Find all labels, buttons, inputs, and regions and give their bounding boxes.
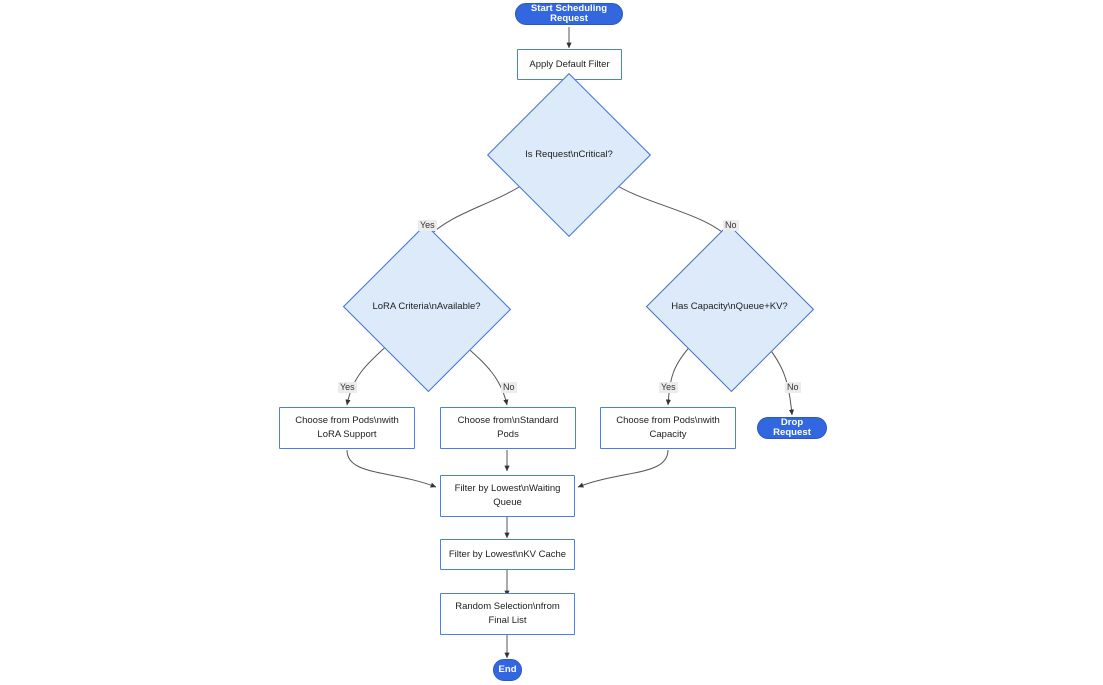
edge-choose-lora-to-filter-queue (346, 449, 437, 488)
edge-label-lora-yes: Yes (338, 382, 357, 393)
node-filter-waiting-queue[interactable]: Filter by Lowest\nWaiting Queue (440, 475, 575, 517)
node-is-request-critical-label: Is Request\nCritical? (525, 148, 613, 160)
node-filter-kv-cache[interactable]: Filter by Lowest\nKV Cache (440, 539, 575, 570)
node-has-capacity-label: Has Capacity\nQueue+KV? (671, 301, 788, 313)
edge-choose-capacity-to-filter-queue (577, 449, 669, 488)
node-choose-capacity-pods-label: Choose from Pods\nwith Capacity (616, 415, 720, 440)
node-choose-standard-pods[interactable]: Choose from\nStandard Pods (440, 407, 576, 449)
node-lora-criteria-available[interactable]: LoRA Criteria\nAvailable? (342, 223, 511, 392)
edge-label-lora-no: No (501, 382, 517, 393)
node-filter-waiting-queue-label: Filter by Lowest\nWaiting Queue (454, 483, 561, 508)
node-lora-criteria-available-label: LoRA Criteria\nAvailable? (372, 301, 481, 313)
node-start[interactable]: Start Scheduling Request (515, 3, 623, 25)
node-is-request-critical[interactable]: Is Request\nCritical? (486, 72, 652, 238)
edge-label-critical-no: No (723, 220, 739, 231)
edge-label-critical-yes: Yes (418, 220, 437, 231)
node-random-selection-label: Random Selection\nfrom Final List (455, 601, 560, 626)
edge-label-capacity-no: No (785, 382, 801, 393)
node-has-capacity[interactable]: Has Capacity\nQueue+KV? (645, 223, 814, 392)
node-choose-capacity-pods[interactable]: Choose from Pods\nwith Capacity (600, 407, 736, 449)
node-random-selection[interactable]: Random Selection\nfrom Final List (440, 593, 575, 635)
node-drop-request[interactable]: Drop Request (757, 417, 827, 439)
edge-label-capacity-yes: Yes (659, 382, 678, 393)
node-end[interactable]: End (493, 659, 522, 681)
node-choose-lora-pods[interactable]: Choose from Pods\nwith LoRA Support (279, 407, 415, 449)
node-apply-default-filter-label: Apply Default Filter (529, 58, 610, 70)
edge-critical-no-to-capacity (610, 181, 730, 239)
node-choose-lora-pods-label: Choose from Pods\nwith LoRA Support (295, 415, 399, 440)
node-choose-standard-pods-label: Choose from\nStandard Pods (457, 415, 559, 440)
node-filter-kv-cache-label: Filter by Lowest\nKV Cache (448, 548, 567, 560)
node-end-label: End (498, 663, 517, 675)
node-drop-request-label: Drop Request (773, 416, 811, 438)
node-start-label: Start Scheduling Request (530, 2, 608, 24)
